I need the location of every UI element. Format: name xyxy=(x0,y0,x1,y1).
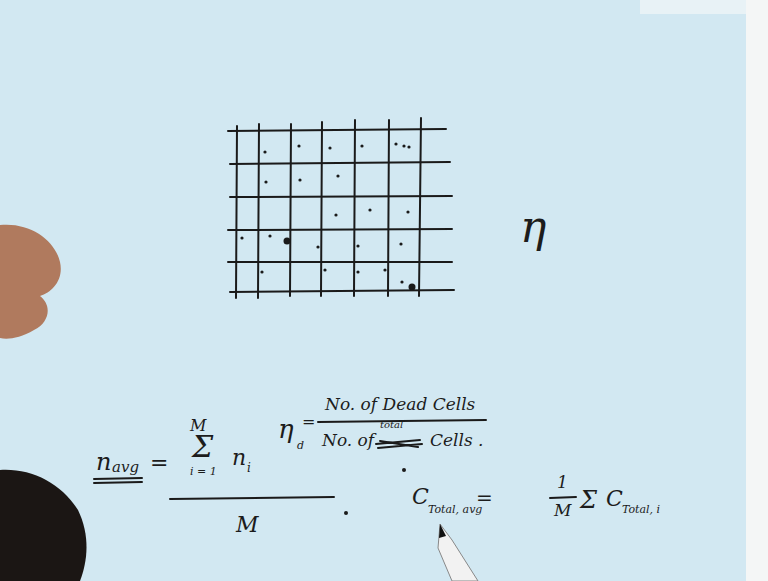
board-edge xyxy=(640,0,746,14)
formula-text: η xyxy=(278,416,294,442)
formula-text: Σ xyxy=(192,432,213,462)
screen-edge xyxy=(746,0,768,581)
formula-text: η xyxy=(520,205,546,249)
pen xyxy=(438,524,478,581)
formula-text: n xyxy=(96,450,111,474)
formula-strokes xyxy=(94,420,576,499)
head xyxy=(0,470,87,581)
formula-text: = xyxy=(150,452,168,474)
formula-text: No. of xyxy=(322,432,374,449)
formula-text: avg xyxy=(112,460,139,475)
formula-text: Total, avg xyxy=(428,504,482,515)
formula-text: No. of Dead Cells xyxy=(325,396,475,413)
formula-text: C xyxy=(606,488,623,510)
board-ground xyxy=(0,0,746,581)
cell-grid xyxy=(228,118,454,298)
formula-text: C xyxy=(412,486,429,508)
formula-text: = xyxy=(302,414,315,430)
formula-text: M xyxy=(554,502,571,519)
formula-text: M xyxy=(236,514,259,536)
formula-text: 1 xyxy=(557,474,568,491)
formula-text: n xyxy=(232,447,246,469)
formula-text: i = 1 xyxy=(190,466,217,477)
formula-text: Cells . xyxy=(430,432,483,449)
cell-dots xyxy=(240,142,415,515)
formula-text: = xyxy=(476,488,493,508)
formula-text: i xyxy=(247,462,251,474)
formula-text: d xyxy=(297,440,304,451)
formula-text: Total, i xyxy=(622,504,660,515)
formula-text: total xyxy=(380,420,403,430)
formula-text: Σ xyxy=(580,488,597,512)
hand xyxy=(0,225,61,339)
